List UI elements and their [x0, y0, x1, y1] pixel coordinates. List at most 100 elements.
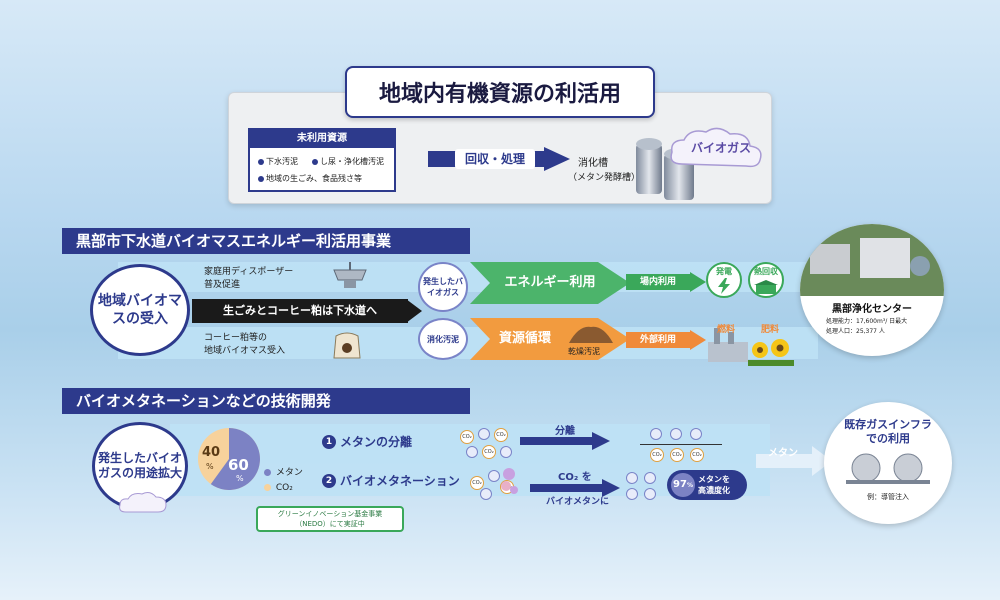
- co2-molecule: CO₂: [460, 430, 474, 444]
- methane-97-percent: 97%: [671, 473, 695, 497]
- legend-methane-swatch: [264, 469, 271, 476]
- step1-number: 1: [322, 435, 336, 449]
- energy-arrow-icon: [470, 262, 630, 304]
- co2-percent: 40: [202, 445, 221, 460]
- step1-label: メタンの分離: [340, 435, 413, 449]
- legend-co2-swatch: [264, 484, 271, 491]
- ch4-molecule: [650, 428, 662, 440]
- coffee-label-line1: コーヒー粕等の: [204, 333, 268, 343]
- nedo-note-line2: （NEDO）にて実証中: [295, 520, 365, 528]
- unused-item-sewage: 下水汚泥: [258, 156, 298, 167]
- disposer-label-line2: 普及促進: [204, 280, 241, 290]
- gas-infra-label: 既存ガスインフラでの利用: [844, 418, 932, 445]
- methane-output-arrow-icon: [756, 446, 832, 476]
- sewer-arrow-icon: [406, 299, 422, 323]
- digested-sludge-circle: 消化汚泥: [418, 318, 468, 360]
- legend-co2: CO₂: [264, 482, 293, 494]
- resource-recycle-label: 資源循環: [498, 331, 551, 346]
- biomass-accept-circle: 地域バイオマスの受入: [90, 264, 190, 356]
- ch4-molecule: [478, 428, 490, 440]
- gas-composition-pie: [198, 428, 260, 490]
- ch4-molecule: [690, 428, 702, 440]
- offsite-use-label: 外部利用: [639, 335, 676, 345]
- co2-molecule: CO₂: [690, 448, 704, 462]
- bullet-icon: [258, 175, 264, 182]
- unused-resources-box: 未利用資源 下水汚泥 し尿・浄化槽汚泥 地域の生ごみ、食品残さ等: [248, 128, 396, 192]
- co2-to-label-2: バイオメタンに: [546, 497, 610, 507]
- biomethanation-arrow-icon: [530, 479, 620, 497]
- ch4-molecule: [644, 472, 656, 484]
- dried-sludge-icon: [569, 326, 613, 343]
- high-concentration-label-2: 高濃度化: [698, 486, 730, 495]
- gas-infra-circle: [824, 402, 952, 524]
- coffee-sack-icon: [333, 332, 361, 359]
- ch4-percent-unit: %: [236, 474, 244, 483]
- gas-infra-example: 例：導管注入: [867, 493, 909, 501]
- nedo-note-line1: グリーンイノベーション基金事業: [277, 510, 383, 518]
- heat-label: 熱回収: [754, 267, 778, 276]
- lightning-icon: [718, 278, 730, 294]
- step2-number: 2: [322, 474, 336, 488]
- energy-band: [118, 262, 818, 292]
- microbe-cluster-icon: [501, 468, 518, 494]
- onsite-arrow-icon: [626, 272, 706, 292]
- methane-output-label: メタン: [768, 448, 798, 459]
- digester-sublabel: （メタン発酵槽）: [568, 173, 641, 183]
- sewer-banner: 生ごみとコーヒー粕は下水道へ: [192, 299, 408, 323]
- biogas-cloud-small-icon: [119, 492, 167, 513]
- co2-to-label-1: CO₂ を: [558, 472, 592, 483]
- gas-tank-icon: [846, 453, 930, 484]
- nedo-note-box: [256, 506, 404, 532]
- legend-methane: メタン: [264, 467, 303, 479]
- power-label: 発電: [716, 267, 732, 276]
- ch4-molecule: [626, 472, 638, 484]
- generated-biogas-circle: 発生したバイオガス: [418, 262, 468, 312]
- tech-section-bar: バイオメタネーションなどの技術開発: [62, 388, 470, 414]
- ch4-molecule: [500, 446, 512, 458]
- dried-sludge-label: 乾燥汚泥: [568, 347, 600, 356]
- co2-molecule: CO₂: [494, 428, 508, 442]
- fuel-label: 燃料: [716, 325, 735, 335]
- center-capacity: 処理能力：17,600m³/ 日最大: [826, 318, 908, 325]
- ch4-molecule: [480, 488, 492, 500]
- biomass-section-bar: 黒部市下水道バイオマスエネルギー利活用事業: [62, 228, 470, 254]
- ch4-molecule: [670, 428, 682, 440]
- center-population: 処理人口：25,377 人: [826, 328, 885, 335]
- separation-divider: [640, 444, 722, 445]
- separation-arrow-icon: [520, 432, 610, 450]
- disposer-label-line1: 家庭用ディスポーザー: [204, 267, 294, 277]
- fertilizer-label: 肥料: [760, 325, 779, 335]
- biogas-label: バイオガス: [690, 141, 751, 155]
- factory-fuel-icon: [708, 328, 748, 362]
- main-title: 地域内有機資源の利活用: [345, 66, 655, 118]
- unused-item-food-waste: 地域の生ごみ、食品残さ等: [258, 173, 362, 184]
- purification-center-circle: [800, 224, 944, 356]
- co2-molecule: CO₂: [670, 448, 684, 462]
- co2-molecule: CO₂: [482, 445, 496, 459]
- sunflower-fertilizer-icon: [748, 339, 794, 366]
- onsite-use-label: 場内利用: [639, 277, 676, 287]
- biogas-cloud-icon: [670, 127, 762, 168]
- unused-item-night-soil: し尿・浄化槽汚泥: [312, 156, 384, 167]
- coffee-label-line2: 地域バイオマス受入: [204, 346, 286, 356]
- plant-aerial-photo: [800, 224, 944, 296]
- ch4-molecule: [466, 446, 478, 458]
- sink-disposer-icon: [333, 262, 367, 288]
- building-icon: [754, 280, 778, 294]
- recycle-band: [118, 327, 818, 359]
- ch4-molecule: [488, 470, 500, 482]
- bullet-icon: [258, 158, 264, 165]
- bullet-icon: [312, 158, 318, 165]
- co2-molecule: CO₂: [650, 448, 664, 462]
- ch4-molecule: [644, 488, 656, 500]
- ch4-molecule: [626, 488, 638, 500]
- high-concentration-label-1: メタンを: [698, 475, 730, 484]
- ch4-percent: 60: [228, 456, 249, 474]
- energy-use-label: エネルギー利用: [504, 275, 596, 290]
- co2-molecule: CO₂: [470, 476, 484, 490]
- unused-resources-head: 未利用資源: [250, 130, 394, 148]
- center-name: 黒部浄化センター: [832, 304, 912, 315]
- step2-label: バイオメタネーション: [340, 474, 460, 488]
- offsite-arrow-icon: [626, 330, 706, 350]
- process-label: 回収・処理: [455, 149, 535, 169]
